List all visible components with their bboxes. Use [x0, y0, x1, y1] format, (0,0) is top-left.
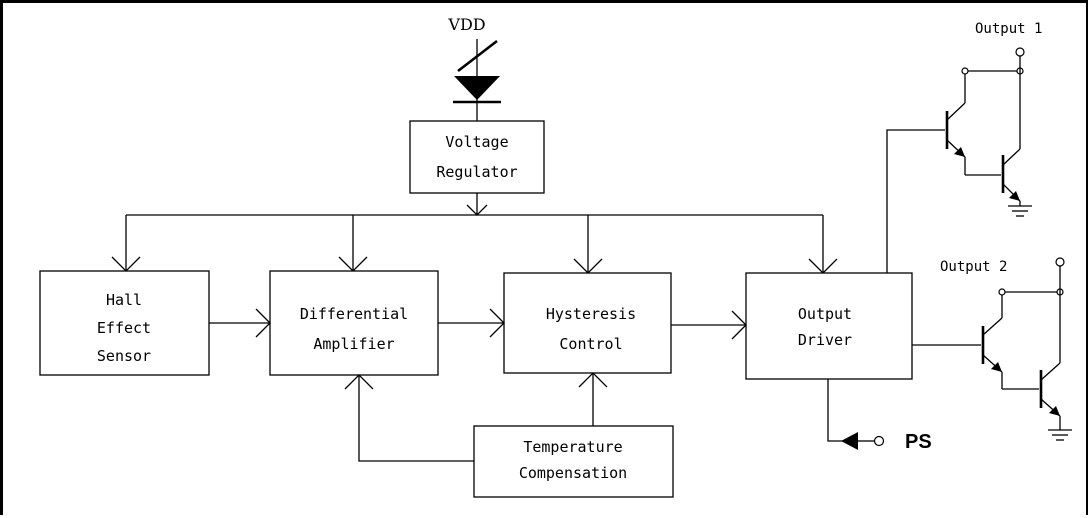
output2-transistor-icon	[912, 257, 1072, 441]
voltage-regulator-label-1: Voltage	[445, 133, 508, 151]
output2-label: Output 2	[940, 259, 1007, 275]
diff-amp-block	[269, 270, 439, 376]
ps-output	[827, 379, 885, 450]
ps-label: PS	[905, 431, 932, 453]
output1-label: Output 1	[975, 21, 1042, 37]
diode-icon	[453, 76, 501, 104]
block-diagram: VDD Voltage Regulator Hall Effect Sensor…	[39, 15, 1072, 498]
temp-comp-label-2: Compensation	[519, 464, 627, 482]
hysteresis-label-1: Hysteresis	[546, 305, 636, 323]
hall-sensor-label-3: Sensor	[97, 347, 151, 365]
output-driver-label-2: Driver	[798, 331, 852, 349]
signal-path	[209, 308, 747, 340]
temp-comp-label-1: Temperature	[523, 438, 622, 456]
hall-sensor-label-1: Hall	[106, 291, 142, 309]
output-driver-block	[745, 272, 913, 380]
temp-feedback	[344, 372, 608, 462]
diff-amp-label-2: Amplifier	[313, 335, 394, 353]
hall-sensor-label-2: Effect	[97, 319, 151, 337]
power-bus	[111, 193, 838, 274]
temp-comp-block	[473, 425, 674, 498]
hysteresis-label-2: Control	[559, 335, 622, 353]
output-driver-label-1: Output	[798, 305, 852, 323]
hysteresis-block	[503, 272, 672, 374]
output1-transistor-icon	[886, 47, 1032, 273]
vdd-label: VDD	[447, 15, 485, 34]
voltage-regulator-block	[409, 120, 545, 194]
diff-amp-label-1: Differential	[300, 305, 408, 323]
voltage-regulator-label-2: Regulator	[436, 163, 517, 181]
